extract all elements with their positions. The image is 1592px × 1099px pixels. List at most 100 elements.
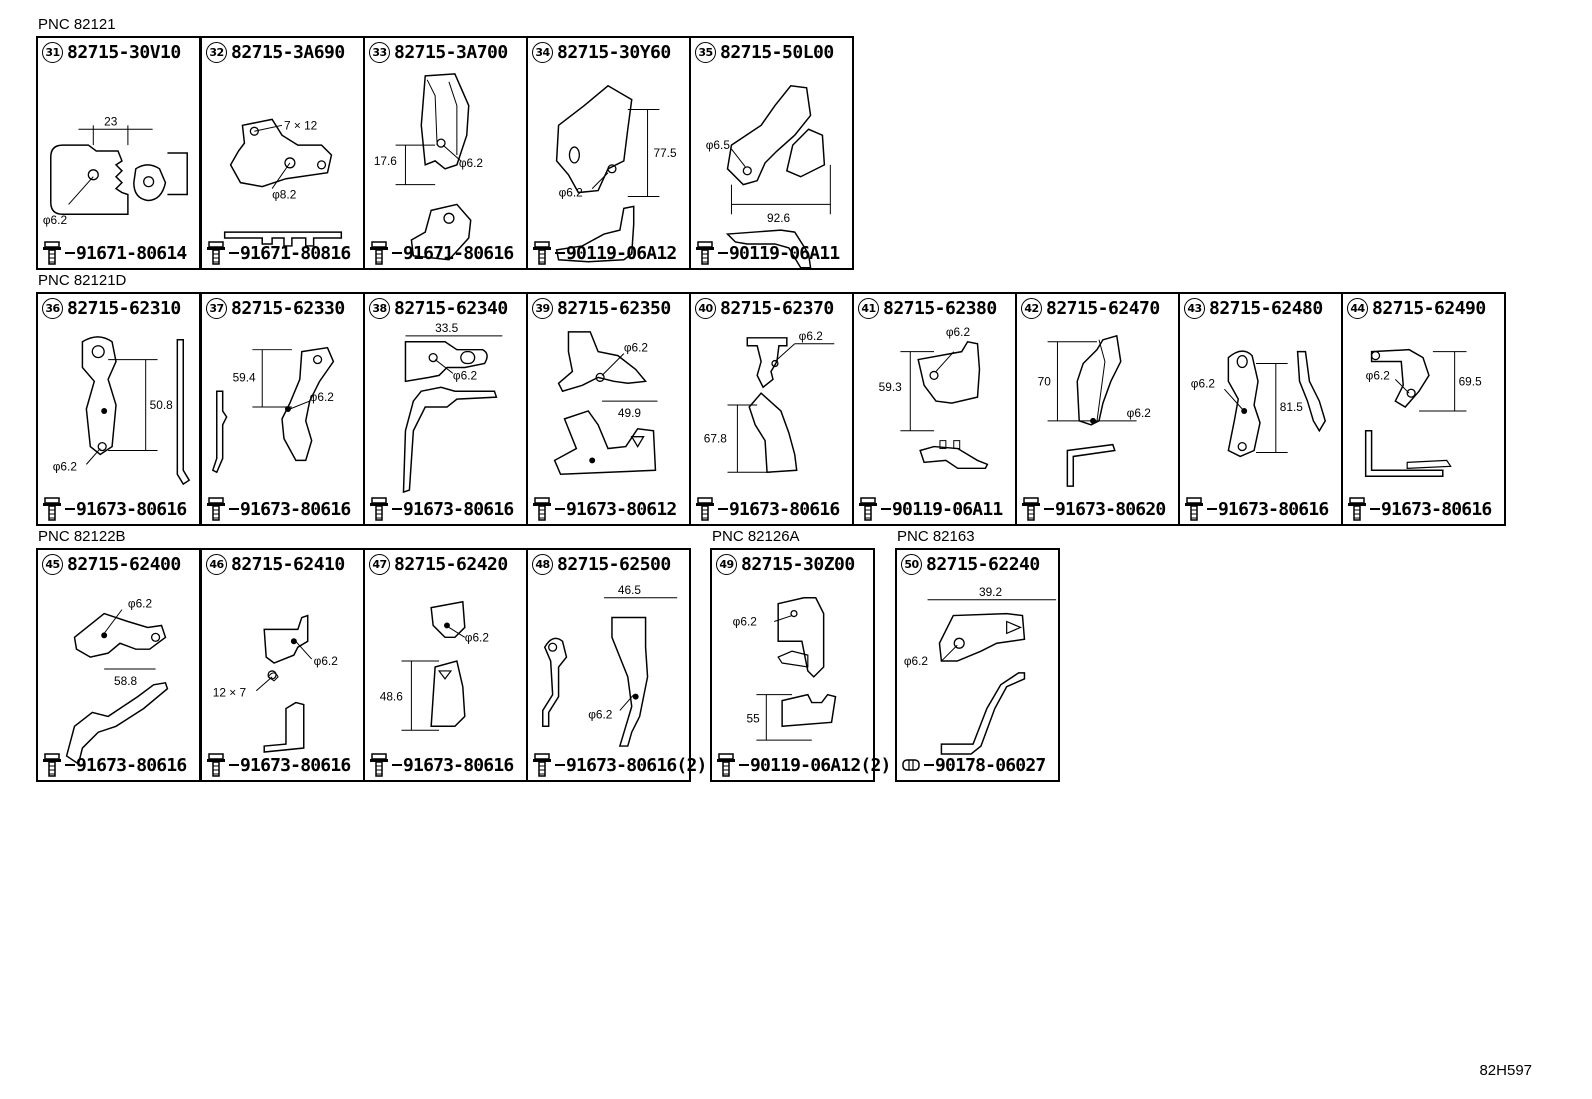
part-number[interactable]: 82715-30Y60 — [557, 42, 671, 63]
part-header: 49 82715-30Z00 — [716, 554, 855, 575]
bracket-drawing: φ6.2 69.5 — [1364, 348, 1482, 477]
fastener-number[interactable]: 91673-80616 — [76, 498, 187, 520]
fastener-number[interactable]: 91673-80616 — [403, 498, 514, 520]
bolt-icon — [43, 753, 61, 777]
part-cell[interactable]: 42 82715-62470 70 φ6.2 91673-80620 — [1015, 292, 1180, 526]
svg-text:φ6.2: φ6.2 — [459, 156, 483, 170]
svg-text:48.6: 48.6 — [380, 690, 403, 704]
fastener-number[interactable]: 91673-80616 — [729, 498, 840, 520]
part-cell[interactable]: 48 82715-62500 46.5 φ6.2 91673-80616(2) — [526, 548, 707, 782]
fastener-number[interactable]: 91673-80620 — [1055, 498, 1166, 520]
part-number[interactable]: 82715-62330 — [231, 298, 345, 319]
svg-text:92.6: 92.6 — [767, 211, 790, 225]
diagram-code: 82H597 — [1479, 1062, 1532, 1079]
part-cell[interactable]: 44 82715-62490 φ6.2 69.5 91673-80616 — [1341, 292, 1506, 526]
part-number[interactable]: 82715-62380 — [883, 298, 997, 319]
part-cell[interactable]: 45 82715-62400 φ6.2 58.8 91673-80616 — [36, 548, 201, 782]
ref-number: 45 — [42, 554, 63, 575]
leader-line — [229, 764, 239, 766]
part-cell[interactable]: 39 82715-62350 φ6.2 49.9 91673-80612 — [526, 292, 691, 526]
fastener-number[interactable]: 90119-06A12 — [566, 242, 677, 264]
fastener-number[interactable]: 91671-80816 — [240, 242, 351, 264]
part-number[interactable]: 82715-62500 — [557, 554, 671, 575]
part-cell[interactable]: 47 82715-62420 φ6.2 48.6 91673-80616 — [363, 548, 528, 782]
part-number[interactable]: 82715-62420 — [394, 554, 508, 575]
part-number[interactable]: 82715-62490 — [1372, 298, 1486, 319]
leader-line — [1044, 508, 1054, 510]
svg-text:59.4: 59.4 — [233, 370, 256, 384]
part-cell[interactable]: 32 82715-3A690 7 × 12 φ8.2 91671-80816 — [200, 36, 365, 270]
fastener-row: 91673-80616 — [695, 497, 840, 521]
part-number[interactable]: 82715-62310 — [67, 298, 181, 319]
leader-line — [229, 508, 239, 510]
part-cell[interactable]: 41 82715-62380 φ6.2 59.3 90119-06A11 — [852, 292, 1017, 526]
svg-text:77.5: 77.5 — [653, 146, 676, 160]
leader-line — [392, 252, 402, 254]
fastener-number[interactable]: 91673-80612 — [566, 498, 677, 520]
fastener-number[interactable]: 90119-06A12(2) — [750, 754, 891, 776]
leader-line — [739, 764, 749, 766]
fastener-number[interactable]: 91673-80616 — [240, 498, 351, 520]
svg-text:φ6.2: φ6.2 — [453, 368, 477, 382]
part-cell[interactable]: 36 82715-62310 50.8 φ6.2 91673-80616 — [36, 292, 201, 526]
part-cell[interactable]: 34 82715-30Y60 77.5 φ6.2 90119-06A12 — [526, 36, 691, 270]
pnc-label: PNC 82121D — [38, 272, 127, 289]
fastener-number[interactable]: 90119-06A11 — [892, 498, 1003, 520]
bracket-drawing: φ6.2 58.8 — [65, 597, 169, 766]
part-cell[interactable]: 37 82715-62330 59.4 φ6.2 91673-80616 — [200, 292, 365, 526]
part-number[interactable]: 82715-30V10 — [67, 42, 181, 63]
svg-text:φ6.2: φ6.2 — [53, 459, 77, 473]
fastener-number[interactable]: 91671-80616 — [403, 242, 514, 264]
part-number[interactable]: 82715-62350 — [557, 298, 671, 319]
part-header: 41 82715-62380 — [858, 298, 997, 319]
part-number[interactable]: 82715-62240 — [926, 554, 1040, 575]
fastener-number[interactable]: 91673-80616 — [403, 754, 514, 776]
leader-line — [555, 508, 565, 510]
part-cell[interactable]: 35 82715-50L00 φ6.5 92.6 90119-06A11 — [689, 36, 854, 270]
fastener-number[interactable]: 91673-80616 — [240, 754, 351, 776]
leader-line — [392, 764, 402, 766]
svg-text:17.6: 17.6 — [374, 154, 397, 168]
fastener-number[interactable]: 91673-80616(2) — [566, 754, 707, 776]
svg-text:12 × 7: 12 × 7 — [213, 686, 246, 700]
part-cell[interactable]: 33 82715-3A700 17.6 φ6.2 91671-80616 — [363, 36, 528, 270]
svg-text:23: 23 — [104, 114, 118, 128]
part-cell[interactable]: 50 82715-62240 39.2 φ6.2 90178-06027 — [895, 548, 1060, 782]
part-number[interactable]: 82715-30Z00 — [741, 554, 855, 575]
part-number[interactable]: 82715-62340 — [394, 298, 508, 319]
part-number[interactable]: 82715-62410 — [231, 554, 345, 575]
fastener-number[interactable]: 91671-80614 — [76, 242, 187, 264]
fastener-number[interactable]: 91673-80616 — [1218, 498, 1329, 520]
pnc-label: PNC 82126A — [712, 528, 800, 545]
ref-number: 47 — [369, 554, 390, 575]
part-cell[interactable]: 31 82715-30V10 23 φ6.2 91671-80614 — [36, 36, 201, 270]
part-number[interactable]: 82715-62370 — [720, 298, 834, 319]
part-header: 31 82715-30V10 — [42, 42, 181, 63]
fastener-number[interactable]: 90178-06027 — [935, 754, 1046, 776]
ref-number: 33 — [369, 42, 390, 63]
ref-number: 46 — [206, 554, 227, 575]
bracket-drawing: φ6.5 92.6 — [706, 84, 831, 269]
svg-text:55: 55 — [747, 711, 761, 725]
fastener-number[interactable]: 91673-80616 — [76, 754, 187, 776]
part-cell[interactable]: 46 82715-62410 φ6.2 12 × 7 91673-80616 — [200, 548, 365, 782]
part-cell[interactable]: 43 82715-62480 φ6.2 81.5 91673-80616 — [1178, 292, 1343, 526]
part-number[interactable]: 82715-50L00 — [720, 42, 834, 63]
part-cell[interactable]: 40 82715-62370 φ6.2 67.8 91673-80616 — [689, 292, 854, 526]
part-number[interactable]: 82715-62470 — [1046, 298, 1160, 319]
svg-text:φ6.2: φ6.2 — [588, 707, 612, 721]
part-cell[interactable]: 49 82715-30Z00 φ6.2 55 90119-06A12(2) — [710, 548, 891, 782]
fastener-number[interactable]: 91673-80616 — [1381, 498, 1492, 520]
part-number[interactable]: 82715-3A690 — [231, 42, 345, 63]
svg-text:φ6.2: φ6.2 — [559, 186, 583, 200]
part-number[interactable]: 82715-62400 — [67, 554, 181, 575]
bracket-drawing: φ6.2 49.9 — [553, 331, 658, 476]
fastener-row: 91673-80612 — [532, 497, 677, 521]
part-header: 44 82715-62490 — [1347, 298, 1486, 319]
part-number[interactable]: 82715-62480 — [1209, 298, 1323, 319]
fastener-number[interactable]: 90119-06A11 — [729, 242, 840, 264]
part-number[interactable]: 82715-3A700 — [394, 42, 508, 63]
part-cell[interactable]: 38 82715-62340 33.5 φ6.2 91673-80616 — [363, 292, 528, 526]
part-header: 47 82715-62420 — [369, 554, 508, 575]
ref-number: 40 — [695, 298, 716, 319]
